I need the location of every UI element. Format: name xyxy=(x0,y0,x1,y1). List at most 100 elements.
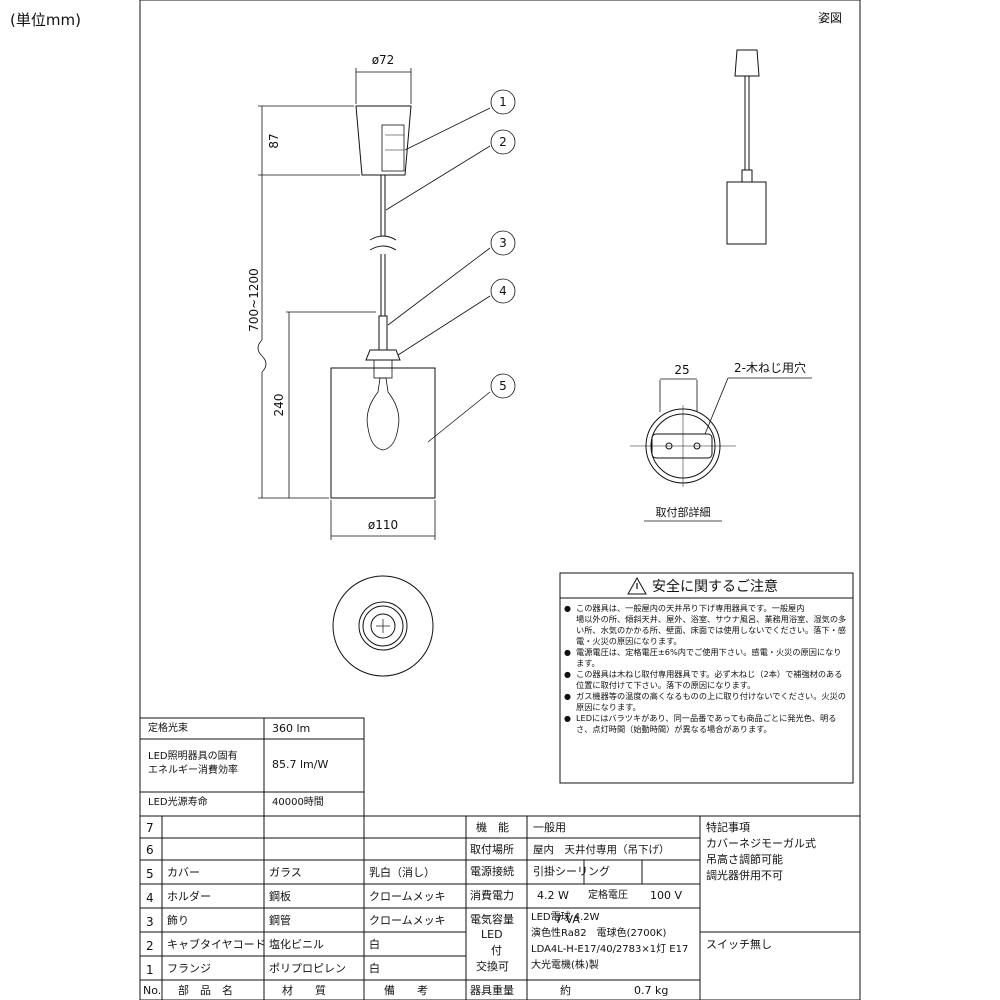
dim-shade-height: 240 xyxy=(272,394,286,417)
parts-no: 6 xyxy=(146,843,154,857)
notes-line-1: カバーネジモーガル式 xyxy=(706,837,816,850)
canopy xyxy=(355,105,412,176)
bullet-icon: ● xyxy=(564,670,571,679)
safety-item: ● 電源電圧は、定格電圧±6%内でご使用下さい。感電・火災の原因になります。 xyxy=(564,647,850,669)
safety-item: ● LEDにはバラツキがあり、同一品番であっても商品ごとに発光色、明るさ、点灯時間… xyxy=(564,713,850,735)
plan-view xyxy=(332,575,434,677)
parts-name: 飾り xyxy=(167,914,189,927)
dim-shade-diameter: ø110 xyxy=(368,518,398,532)
parts-material: 塩化ビニル xyxy=(269,938,324,951)
notes-line-3: 調光器併用不可 xyxy=(706,869,783,882)
warning-icon xyxy=(627,576,647,595)
pendant-elevation xyxy=(330,105,436,499)
dim-hole-pitch: 25 xyxy=(674,363,689,377)
parts-remarks: 白 xyxy=(369,962,380,975)
parts-no: 3 xyxy=(146,915,154,929)
spec-label-flux: 定格光束 xyxy=(148,723,188,734)
holder xyxy=(365,349,401,361)
info-weight: 0.7 kg xyxy=(634,984,669,997)
parts-header-material: 材 質 xyxy=(282,984,326,997)
info-conn: 引掛シーリング xyxy=(533,865,610,878)
callout-3: 3 xyxy=(499,236,507,250)
spec-label-life: LED光源寿命 xyxy=(148,797,208,808)
cord-break-mark xyxy=(369,235,397,251)
safety-item-line: 原因になります。 xyxy=(576,702,641,712)
parts-name: フランジ xyxy=(167,962,211,975)
parts-material: 鋼板 xyxy=(269,890,291,903)
safety-item-line: この器具は木ねじ取付専用器具です。必ず木ねじ（2本）で補強材のある xyxy=(576,669,843,679)
parts-remarks: 乳白（消し） xyxy=(369,866,435,879)
safety-items: ●この器具は、一般屋内の天井吊り下げ専用器具です。一般屋内場以外の所、傾斜天井、… xyxy=(564,603,850,735)
callout-5: 5 xyxy=(499,379,507,393)
spec-value-flux: 360 lm xyxy=(272,722,311,735)
outline-view xyxy=(726,49,767,245)
info-rated: 100 V xyxy=(650,889,683,902)
info-weight-prefix: 約 xyxy=(560,984,571,997)
glass-shade xyxy=(330,367,436,499)
bottom-table-grid xyxy=(140,815,860,1000)
safety-box xyxy=(559,572,854,784)
info-weight-label: 器具重量 xyxy=(470,984,514,997)
parts-name: カバー xyxy=(167,866,200,879)
info-place: 屋内 天井付専用（吊下げ） xyxy=(533,844,670,856)
bulb xyxy=(366,377,400,451)
ornament-pipe xyxy=(378,315,388,351)
info-place-label: 取付場所 xyxy=(470,843,514,856)
info-led-label-2: 付 xyxy=(491,944,502,957)
parts-no: 2 xyxy=(146,939,154,953)
parts-material: ガラス xyxy=(269,866,302,879)
mounting-detail xyxy=(630,377,812,487)
info-led-line-1: LED電球 4.2W xyxy=(531,912,600,923)
parts-no: 5 xyxy=(146,867,154,881)
view-label: 姿図 xyxy=(818,11,842,25)
parts-header-no: No. xyxy=(143,984,162,997)
info-led-line-3: LDA4L-H-E17/40/2783×1灯 E17 xyxy=(531,944,689,955)
info-cap-label: 電気容量 xyxy=(470,913,514,926)
notes-line-2: 吊高さ調節可能 xyxy=(706,853,783,866)
callout-leaders xyxy=(385,89,516,443)
parts-no: 7 xyxy=(146,821,154,835)
dim-canopy-height: 87 xyxy=(267,133,281,148)
safety-title: 安全に関するご注意 xyxy=(652,578,778,595)
safety-item-line: 場以外の所、傾斜天井、屋外、浴室、サウナ風呂、業務用浴室、湿気の多 xyxy=(576,614,847,624)
info-kind: 一般用 xyxy=(533,821,566,834)
dim-top-diameter: ø72 xyxy=(372,53,395,67)
parts-header-remarks: 備 考 xyxy=(384,984,428,997)
callout-2: 2 xyxy=(499,135,507,149)
safety-item-line: LEDにはバラツキがあり、同一品番であっても商品ごとに発光色、明る xyxy=(576,713,837,723)
info-power-label: 消費電力 xyxy=(470,889,514,902)
parts-remarks: クロームメッキ xyxy=(369,914,446,927)
info-led-label-1: LED xyxy=(481,928,503,941)
safety-item-line: さ、点灯時間（始動時間）が異なる場合があります。 xyxy=(576,724,772,734)
spec-label-efficiency: LED照明器具の固有 エネルギー消費効率 xyxy=(148,751,238,776)
parts-no: 1 xyxy=(146,963,154,977)
parts-name: キャブタイヤコード xyxy=(167,938,266,951)
info-kind-label: 機 能 xyxy=(476,821,509,834)
callout-4: 4 xyxy=(499,284,507,298)
safety-item-line: ます。 xyxy=(576,658,600,668)
info-conn-label: 電源接続 xyxy=(470,865,514,878)
parts-name: ホルダー xyxy=(167,890,211,903)
bullet-icon: ● xyxy=(564,604,571,613)
parts-header-name: 部 品 名 xyxy=(178,984,233,997)
info-led-line-4: 大光電機(株)製 xyxy=(531,960,599,971)
spec-value-life: 40000時間 xyxy=(272,797,324,808)
parts-no: 4 xyxy=(146,891,154,905)
screw-holes-label: 2-木ねじ用穴 xyxy=(734,360,806,375)
bullet-icon: ● xyxy=(564,692,571,701)
mount-detail-label: 取付部詳細 xyxy=(656,505,711,519)
parts-material: 鋼管 xyxy=(269,914,291,927)
bullet-icon: ● xyxy=(564,648,571,657)
safety-item: ●ガス機器等の温度の高くなるものの上に取り付けないでください。火災の原因になりま… xyxy=(564,691,850,713)
parts-material: ポリプロピレン xyxy=(269,962,346,975)
drawing-frame xyxy=(139,0,861,1000)
info-power: 4.2 W xyxy=(537,889,569,902)
safety-item-line: 電源電圧は、定格電圧±6%内でご使用下さい。感電・火災の原因になり xyxy=(576,647,842,657)
parts-remarks: クロームメッキ xyxy=(369,890,446,903)
info-led-line-2: 演色性Ra82 電球色(2700K) xyxy=(531,928,667,939)
bullet-icon: ● xyxy=(564,714,571,723)
notes-switch: スイッチ無し xyxy=(706,938,772,951)
info-led-label-3: 交換可 xyxy=(476,960,509,973)
safety-item-line: 電・火災の原因になります。 xyxy=(576,636,682,646)
